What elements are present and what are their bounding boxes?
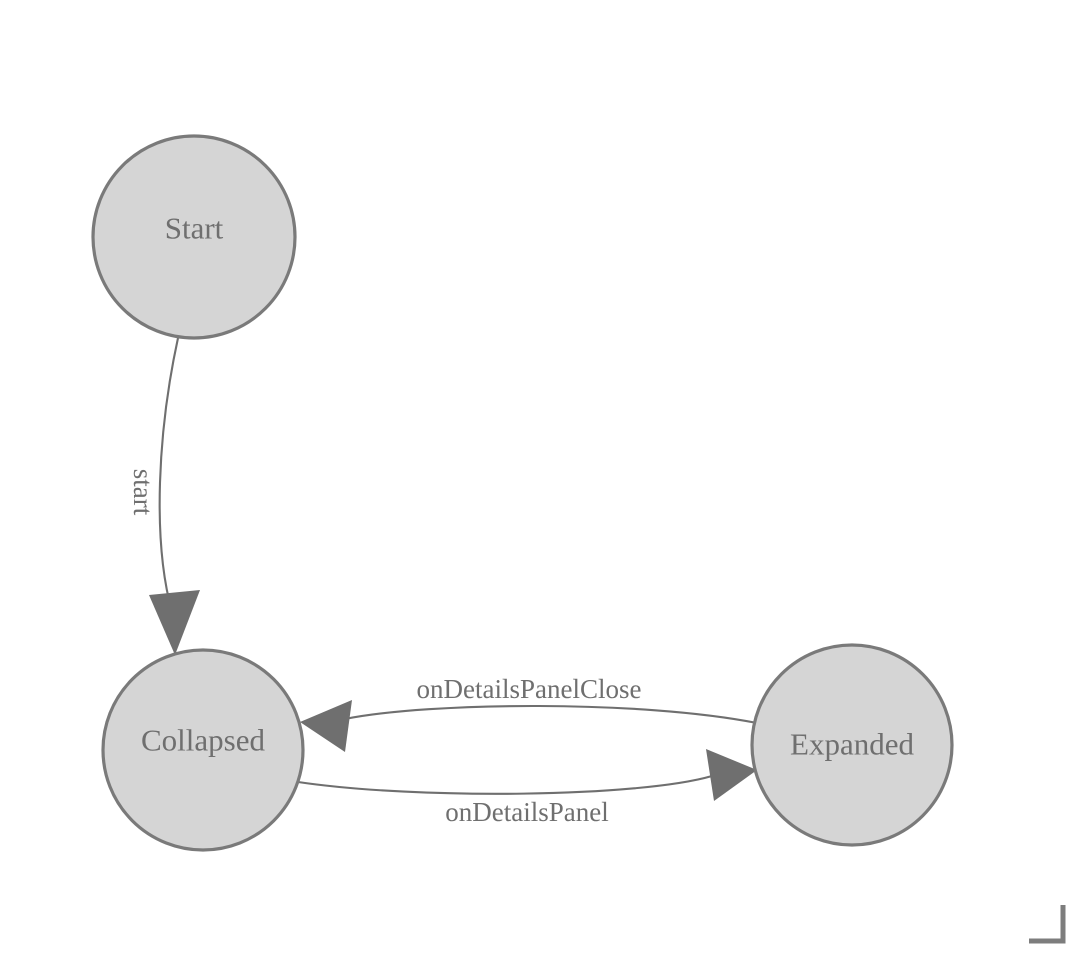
edge-start-to-collapsed-path (158, 337, 180, 613)
node-expanded[interactable]: Expanded (750, 643, 954, 847)
edge-collapsed-to-expanded-path (297, 774, 713, 795)
edge-label-on-details-panel-close: onDetailsPanelClose (417, 674, 642, 704)
edge-start-to-collapsed-arrowhead (149, 590, 200, 655)
node-collapsed[interactable]: Collapsed (101, 648, 305, 852)
edge-expanded-to-collapsed[interactable] (300, 700, 758, 752)
canvas-resize-corner-icon[interactable] (1029, 905, 1066, 944)
node-collapsed-label: Collapsed (141, 723, 265, 758)
edge-start-to-collapsed[interactable] (149, 337, 200, 655)
edge-label-start: start (128, 469, 158, 516)
edge-expanded-to-collapsed-path (344, 704, 758, 725)
node-collapsed-circle (101, 648, 305, 852)
node-start-circle (91, 134, 297, 340)
node-expanded-circle (750, 643, 954, 847)
node-expanded-label: Expanded (790, 727, 914, 762)
edge-collapsed-to-expanded[interactable] (297, 749, 757, 801)
node-start[interactable]: Start (91, 134, 297, 340)
edge-collapsed-to-expanded-arrowhead (706, 749, 757, 801)
edge-label-on-details-panel: onDetailsPanel (445, 797, 608, 827)
node-start-label: Start (165, 211, 224, 246)
edge-expanded-to-collapsed-arrowhead (300, 700, 352, 752)
